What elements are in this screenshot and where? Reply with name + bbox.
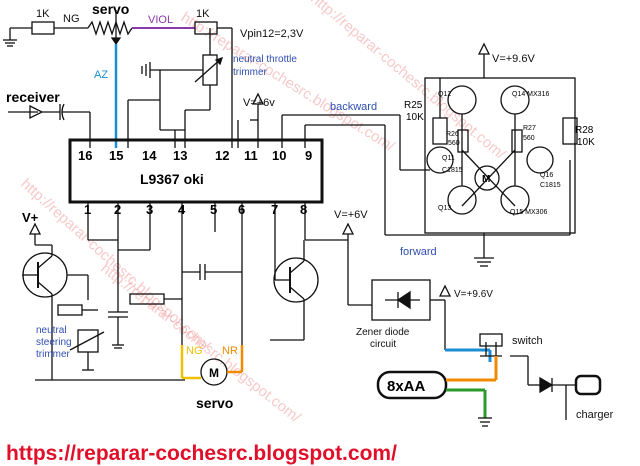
pin-14: 14 (142, 148, 157, 163)
h-bridge (424, 42, 578, 267)
servo-potentiometer (87, 19, 133, 37)
zener-circuit (371, 279, 490, 352)
label-vplus96-mid: V=+9.6V (454, 289, 493, 300)
label-r26: R26 (446, 131, 459, 138)
label-switch: switch (512, 335, 543, 347)
pin-13: 13 (173, 148, 187, 163)
ic-l9367 (68, 138, 324, 204)
label-ng-bottom: NG (186, 345, 203, 357)
label-vplus-left: V+ (22, 210, 39, 225)
ic-pin-labels-top: 16 15 14 13 12 11 10 9 (78, 148, 312, 163)
label-q13: Q13 (438, 205, 451, 212)
label-q16: Q16 (540, 172, 553, 179)
pin-12: 12 (215, 148, 229, 163)
label-zener-1: Zener diode (356, 327, 410, 338)
label-q11t: C1815 (442, 167, 463, 174)
label-r28v: 10K (577, 137, 595, 148)
label-forward: forward (400, 246, 437, 258)
pin-8: 8 (300, 202, 307, 217)
transistor-q11 (426, 146, 454, 174)
label-vpin12: Vpin12=2,3V (240, 28, 304, 40)
label-r28: R28 (575, 125, 594, 136)
pin-2: 2 (114, 202, 121, 217)
label-az: AZ (94, 69, 108, 81)
pin-10: 10 (272, 148, 286, 163)
label-r25: R25 (404, 100, 423, 111)
pin-7: 7 (271, 202, 278, 217)
label-r27v: 560 (523, 135, 535, 142)
label-q12: Q12 (438, 91, 451, 98)
pin-11: 11 (244, 148, 258, 163)
label-r26v: 560 (448, 140, 460, 147)
receiver-input (8, 103, 91, 148)
label-ng-top: NG (63, 13, 80, 25)
h-bridge-labels: R25 10K R26 560 R27 560 R28 10K Q12 Q14 … (404, 91, 595, 216)
h-bridge-motor (474, 165, 500, 191)
label-steering-trimmer: trimmer (36, 349, 71, 360)
top-right-connections (237, 92, 571, 236)
bottom-circuit (22, 202, 372, 386)
label-motor: M (209, 366, 219, 380)
top-resistor-chain (3, 10, 233, 148)
label-q14: Q14 MX316 (512, 91, 549, 98)
label-r27: R27 (523, 125, 536, 132)
pin-4: 4 (178, 202, 186, 217)
throttle-trimmer (127, 54, 224, 148)
transistor-q16 (526, 146, 554, 174)
battery-pack (376, 370, 448, 400)
label-r25v: 10K (406, 112, 424, 123)
label-servo-bottom: servo (196, 395, 233, 411)
ic-name: L9367 oki (140, 171, 204, 187)
label-1k-right: 1K (196, 8, 210, 20)
pin-5: 5 (210, 202, 217, 217)
label-zener-2: circuit (370, 339, 396, 350)
label-q15: Q15 MX306 (510, 209, 547, 216)
site-url[interactable]: https://reparar-cochesrc.blogspot.com/ (6, 442, 397, 465)
pin-16: 16 (78, 148, 92, 163)
label-neutral-throttle: neutral throttle (233, 54, 297, 65)
label-vplus96-top: V=+9.6V (492, 53, 535, 65)
label-q16t: C1815 (540, 182, 561, 189)
label-backward: backward (330, 101, 377, 113)
pin-9: 9 (305, 148, 312, 163)
label-vplus6-mid: V=+6V (334, 209, 368, 221)
label-receiver: receiver (6, 89, 60, 105)
label-h-motor: M (482, 174, 490, 185)
label-viol: VIOL (148, 14, 173, 26)
pin-15: 15 (109, 148, 123, 163)
battery-switch (376, 333, 602, 427)
label-servo-top: servo (92, 1, 129, 17)
label-vplus6-top: V=+6v (243, 97, 275, 109)
transistor-right (273, 257, 319, 303)
pin-6: 6 (238, 202, 245, 217)
label-nr: NR (222, 345, 238, 357)
switch-button (479, 333, 503, 347)
label-q11: Q11 (442, 155, 455, 162)
label-neutral-steering-1: neutral (36, 325, 67, 336)
label-neutral-steering-2: steering (36, 337, 72, 348)
label-battery: 8xAA (387, 378, 426, 395)
label-charger: charger (576, 409, 614, 421)
pin-3: 3 (146, 202, 153, 217)
pin-1: 1 (84, 202, 91, 217)
ic-pin-labels-bottom: 1 2 3 4 5 6 7 8 (84, 202, 307, 217)
label-1k-left: 1K (36, 8, 50, 20)
label-throttle-trimmer: trimmer (233, 67, 268, 78)
